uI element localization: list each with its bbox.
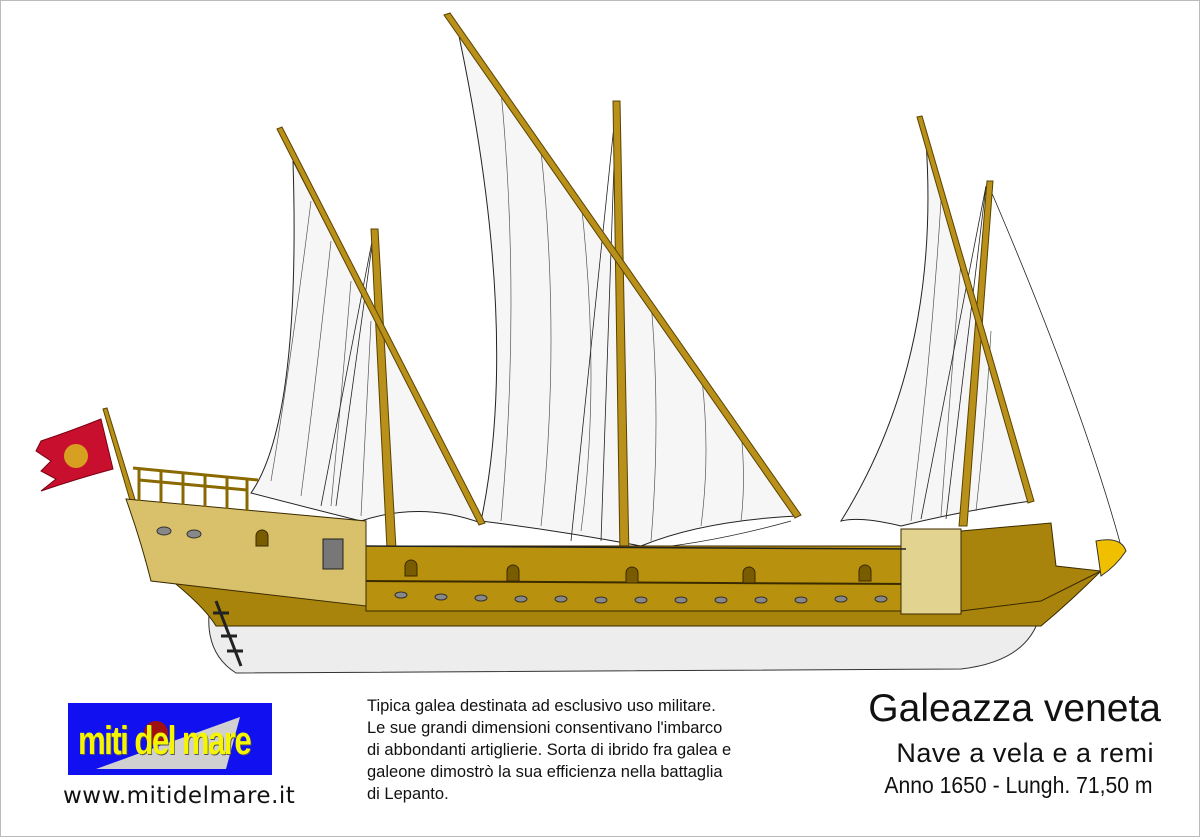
deck-rail [365,545,907,550]
description-line: di Lepanto. [367,785,449,803]
website-link[interactable]: www.mitidelmare.it [63,783,296,809]
masts [102,12,1035,558]
stern-door [322,538,344,570]
fore-yard [276,126,486,526]
rudder [213,600,243,667]
flag-lion-emblem [64,444,88,468]
main-sail [458,35,797,547]
figurehead [1095,539,1127,577]
forecastle-brick [900,528,962,615]
ship-subtitle: Nave a vela e a remi [896,738,1154,768]
stern-railing [132,466,259,511]
stern-castle [125,498,367,607]
ship-year-length: Anno 1650 - Lungh. 71,50 m [884,772,1153,798]
mizzen-sail [839,140,1032,527]
fore-sail [250,160,483,524]
brand-logo: miti del mare [68,703,272,775]
sails [250,35,1032,547]
description-line: Tipica galea destinata ad esclusivo uso … [367,697,716,715]
main-yard [443,12,802,519]
mizzen-yard [916,115,1035,504]
hull [125,466,1127,674]
description-line: di abbondanti artiglierie. Sorta di ibri… [367,741,732,759]
ship-title: Galeazza veneta [868,687,1161,730]
description: Tipica galea destinata ad esclusivo uso … [367,695,827,805]
sail-logo-icon [96,717,240,769]
forecastle [960,522,1103,612]
rigging [320,105,1122,552]
description-line: Le sue grandi dimensioni consentivano l'… [367,719,723,737]
description-line: galeone dimostrò la sua efficienza nella… [367,763,723,781]
